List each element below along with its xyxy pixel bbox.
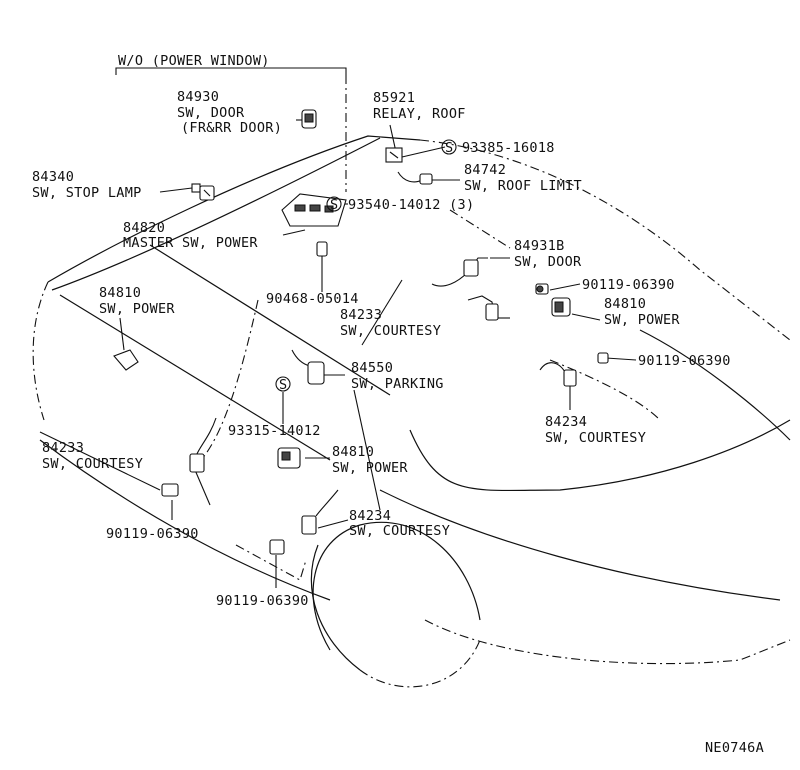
part-84810-center-number: 84810	[332, 444, 374, 460]
part-84930-subtitle: (FR&RR DOOR)	[181, 120, 282, 136]
screw-90119-a	[535, 283, 549, 295]
rear-window-line	[639, 329, 791, 441]
s-symbol-3: S	[275, 376, 291, 393]
part-84233-middle-number: 84233	[340, 307, 382, 323]
courtesy-switch-84234-right	[539, 362, 577, 387]
courtesy-switch-84234-center	[269, 489, 339, 555]
vehicle-outline	[32, 135, 791, 688]
front-door-line	[189, 299, 259, 471]
part-84930-name: SW, DOOR	[177, 105, 245, 121]
part-84931b-number: 84931B	[514, 238, 565, 254]
part-84550-number: 84550	[351, 360, 393, 376]
wo-bracket	[115, 67, 347, 192]
master-power-switch-84820	[281, 193, 347, 227]
roof-limit-switch-84742	[397, 171, 433, 185]
part-84233-middle-name: SW, COURTESY	[340, 323, 441, 339]
part-90119-c: 90119-06390	[106, 526, 199, 542]
s-symbol-1: S	[441, 139, 457, 156]
part-84820-name: MASTER SW, POWER	[123, 235, 258, 251]
door-lower-line	[235, 544, 307, 581]
part-84810-left-number: 84810	[99, 285, 141, 301]
part-93540: 93540-14012 (3)	[348, 197, 474, 213]
part-84233-left-name: SW, COURTESY	[42, 456, 143, 472]
svg-text:S: S	[330, 197, 338, 213]
part-84820-number: 84820	[123, 220, 165, 236]
wheel-arch-inner	[310, 544, 361, 671]
screw-90119-b	[597, 352, 609, 364]
part-85921-number: 85921	[373, 90, 415, 106]
part-84340-name: SW, STOP LAMP	[32, 185, 142, 201]
rear-sill	[549, 359, 661, 421]
part-84810-left-name: SW, POWER	[99, 301, 175, 317]
part-85921-name: RELAY, ROOF	[373, 106, 466, 122]
roof-rear-line	[419, 139, 791, 341]
part-93315: 93315-14012	[228, 423, 321, 439]
svg-text:S: S	[279, 377, 287, 393]
part-84234-center-name: SW, COURTESY	[349, 523, 450, 539]
wo-power-window-label: W/O (POWER WINDOW)	[118, 53, 270, 69]
clip-90468	[316, 241, 328, 257]
part-84810-center-name: SW, POWER	[332, 460, 408, 476]
part-90119-b: 90119-06390	[638, 353, 731, 369]
part-84234-right-number: 84234	[545, 414, 587, 430]
beltline-2	[149, 244, 391, 396]
door-switch-84930	[301, 109, 317, 129]
front-pillar	[32, 281, 49, 421]
roof-relay-85921	[385, 147, 403, 163]
power-switch-84810-right	[551, 297, 571, 317]
rear-body-side	[424, 619, 791, 665]
part-84930-number: 84930	[177, 89, 219, 105]
part-90119-a: 90119-06390	[582, 277, 675, 293]
part-84742-number: 84742	[464, 162, 506, 178]
wheel-arch-outer	[312, 521, 481, 651]
part-84550-name: SW, PARKING	[351, 376, 444, 392]
part-84234-right-name: SW, COURTESY	[545, 430, 646, 446]
s-symbol-2: S	[326, 196, 342, 213]
parts: S S S	[113, 109, 609, 555]
rear-deck	[379, 489, 781, 601]
power-switch-84810-left	[113, 349, 139, 371]
leader-lines	[39, 119, 637, 588]
figure-code: NE0746A	[705, 740, 764, 756]
courtesy-switch-84233-left	[161, 417, 217, 497]
part-84234-center-number: 84234	[349, 508, 391, 524]
power-switch-84810-center	[277, 447, 301, 469]
part-labels: W/O (POWER WINDOW) 84930 SW, DOOR (FR&RR…	[32, 53, 764, 756]
wheel-arch-dash	[359, 639, 481, 688]
parking-switch-84550	[291, 349, 325, 385]
beltline	[59, 294, 331, 461]
rear-quarter	[409, 419, 791, 492]
lower-body	[39, 439, 331, 601]
part-84340-number: 84340	[32, 169, 74, 185]
part-84233-left-number: 84233	[42, 440, 84, 456]
part-90468: 90468-05014	[266, 291, 359, 307]
stop-lamp-switch-84340	[191, 183, 215, 201]
part-84810-right-number: 84810	[604, 296, 646, 312]
part-90119-d: 90119-06390	[216, 593, 309, 609]
part-84810-right-name: SW, POWER	[604, 312, 680, 328]
roof-line	[47, 135, 421, 283]
part-93385: 93385-16018	[462, 140, 555, 156]
part-84931b-name: SW, DOOR	[514, 254, 582, 270]
svg-text:S: S	[445, 140, 453, 156]
door-switch-84931b	[431, 257, 499, 321]
part-84742-name: SW, ROOF LIMIT	[464, 178, 582, 194]
roof-inner-line	[51, 137, 381, 291]
